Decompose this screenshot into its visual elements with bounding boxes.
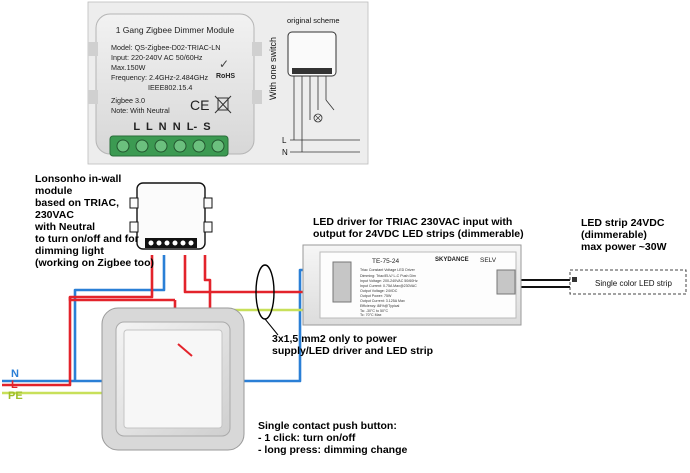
driver-description: LED driver for TRIAC 230VAC input with o… [313,216,524,240]
driver-spec-1: Dimming: Triac/ELV/ L-C Push Dim [360,274,416,278]
strip-label: Single color LED strip [595,279,672,288]
wire-label-l: L [11,379,18,391]
module-spec-7: Note: With Neutral [111,106,170,115]
led-driver: TE-75-24 SKYDANCE SELV Triac Constant Vo… [302,244,522,326]
cable-pointer [264,318,279,336]
module-photo: 1 Gang Zigbee Dimmer Module Model: QS-Zi… [88,13,262,157]
terminal-screws [116,139,225,153]
module-spec-4: Frequency: 2.4GHz-2.484GHz [111,73,208,82]
driver-model: TE-75-24 [372,258,399,265]
driver-spec-4: Output Voltage: 24VDC [360,289,398,293]
led-strip: Single color LED strip [569,269,687,295]
module-spec-2: Input: 220-240V AC 50/60Hz [111,53,203,62]
button-description: Single contact push button: - 1 click: t… [258,420,408,456]
driver-selv: SELV [480,257,497,264]
wire-label-n: N [11,368,19,380]
module-description: Lonsonho in-wall module based on TRIAC, … [35,173,154,269]
terminal-labels: L L N N L- S [133,121,210,133]
wire-neutral-module [73,255,166,381]
module-spec-6: Zigbee 3.0 [111,96,145,105]
module-spec-1: Model: QS-Zigbee-D02-TRIAC-LN [111,43,220,52]
module-spec-3: Max.150W [111,63,146,72]
scheme-n-label: N [282,148,288,157]
wire-module-out [183,255,333,294]
driver-spec-3: Input Current: 0.75A Max@230VAC [360,284,417,288]
driver-brand: SKYDANCE [435,257,469,263]
ce-mark: CE [190,97,209,113]
driver-spec-7: Efficiency: 88%@Typical [360,304,400,308]
product-photo-panel: 1 Gang Zigbee Dimmer Module Model: QS-Zi… [87,1,369,165]
original-scheme: original scheme With one switch L N [268,16,360,157]
strip-description: LED strip 24VDC (dimmerable) max power ~… [581,217,667,253]
driver-temp-1: Ta: -30°C to 50°C [360,309,388,313]
driver-subtitle: Triac Constant Voltage LED Driver [360,268,416,272]
driver-spec-6: Output Current: 3.125A Max [360,299,405,303]
inwall-module [129,182,213,250]
weee-bin-icon [214,95,232,114]
driver-temp-2: Tc: 70°C Max [360,313,382,317]
module-spec-5: IEEE802.15.4 [148,83,192,92]
module-title: 1 Gang Zigbee Dimmer Module [116,25,235,35]
wire-line-to-switch [68,297,175,302]
scheme-side-label: With one switch [268,37,278,100]
checkmark-icon: ✓ [219,57,229,71]
rohs-mark: RoHS [216,73,235,80]
driver-spec-2: Input Voltage: 200-240VAC 50/60Hz [360,279,418,283]
wire-label-pe: PE [8,390,23,402]
scheme-title: original scheme [287,16,340,25]
push-button [101,307,245,451]
driver-spec-5: Output Power: 75W [360,294,392,298]
cable-description: 3x1,5 mm2 only to power supply/LED drive… [272,333,434,357]
scheme-l-label: L [282,136,287,145]
